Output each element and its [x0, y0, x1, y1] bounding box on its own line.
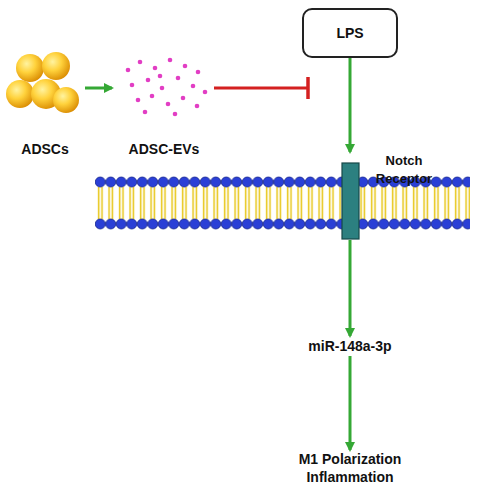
diagram-node: M1 Polarization Inflammation — [285, 450, 415, 488]
diagram-node: ADSC-EVs — [112, 55, 216, 158]
stem-cell — [53, 87, 79, 113]
node-label: M1 Polarization Inflammation — [285, 450, 415, 486]
node-label: LPS — [336, 24, 363, 42]
diagram-node: Notch Receptor — [318, 152, 440, 240]
diagram-node: miR-148a-3p — [295, 336, 405, 356]
vesicle-dots — [126, 58, 208, 117]
diagram-node: ADSCs — [5, 50, 85, 158]
node-label: Notch Receptor — [318, 152, 440, 188]
stimulus-box: LPS — [302, 8, 398, 58]
arrow-connector — [349, 58, 352, 152]
arrow-connector — [85, 87, 112, 90]
cell-cluster — [6, 52, 79, 113]
node-label: ADSC-EVs — [129, 140, 200, 158]
stem-cell — [16, 54, 44, 82]
inhibition-line — [214, 77, 308, 99]
arrow-connector — [349, 356, 352, 450]
receptor-symbol — [342, 163, 359, 239]
node-label: miR-148a-3p — [308, 337, 391, 355]
stem-cell — [42, 52, 70, 80]
arrow-connector — [349, 240, 352, 336]
stem-cell — [6, 80, 34, 108]
node-label: ADSCs — [21, 140, 68, 158]
